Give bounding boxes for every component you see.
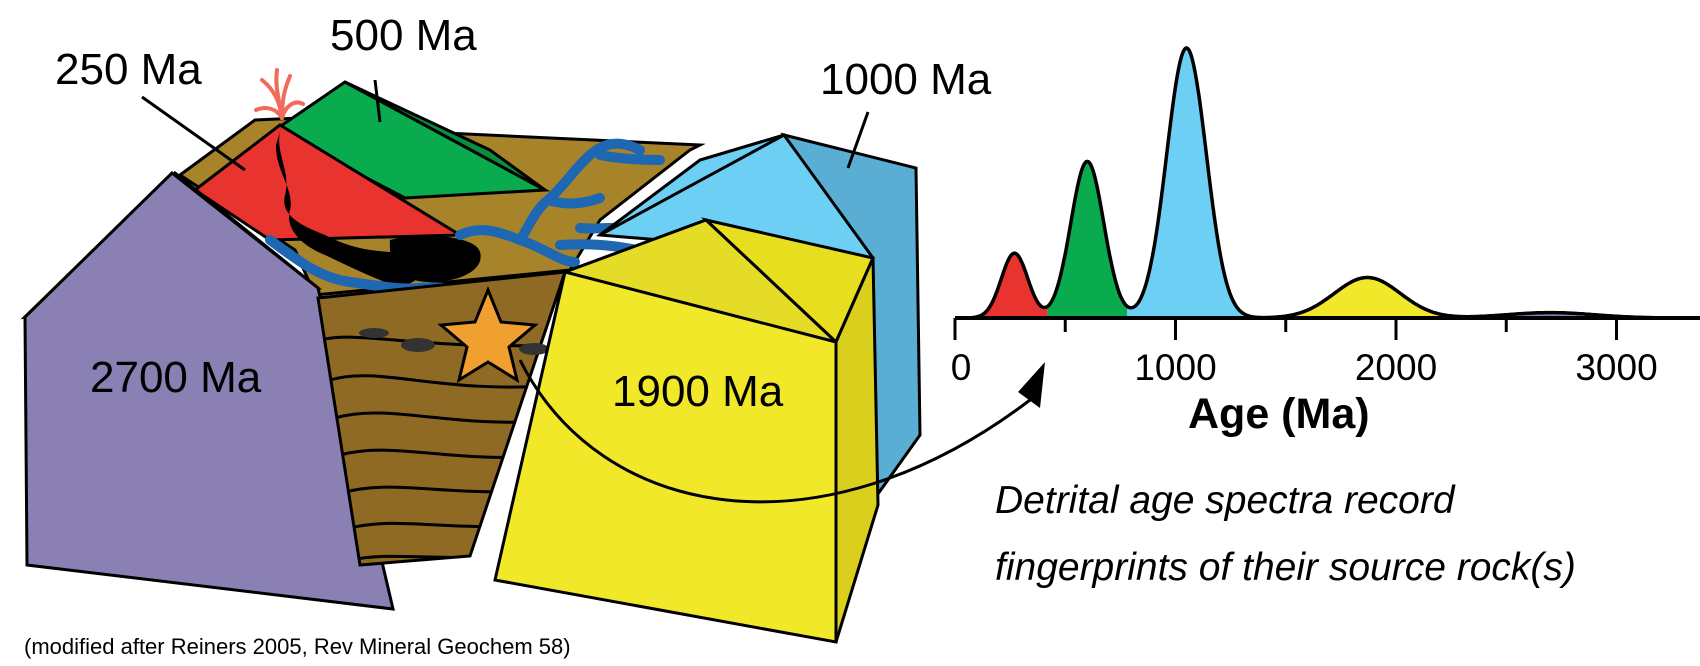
label-leader-lines — [141, 79, 870, 172]
spectrum-band-0 — [955, 253, 1048, 318]
label-2700-ma: 2700 Ma — [90, 353, 262, 402]
lava-flow — [275, 125, 421, 285]
caption-line-2: fingerprints of their source rock(s) — [995, 546, 1576, 589]
lava-pool — [389, 235, 481, 282]
eruption-icon — [254, 68, 305, 120]
label-500-ma: 500 Ma — [330, 11, 477, 60]
arrow-head-icon — [1018, 362, 1045, 408]
axis-title: Age (Ma) — [1188, 390, 1370, 438]
landscape-block — [20, 68, 1045, 644]
age-spectrum-chart: 0 1000 2000 3000 — [951, 46, 1700, 388]
label-250-ma: 250 Ma — [55, 45, 202, 94]
caption-line-1: Detrital age spectra record — [995, 479, 1456, 522]
x-tick-label: 2000 — [1355, 347, 1437, 388]
label-1000-ma: 1000 Ma — [820, 55, 992, 104]
block-2700-ma — [20, 171, 395, 611]
block-1900-ma — [493, 217, 880, 644]
sample-star-icon — [437, 286, 539, 384]
source-credit: (modified after Reiners 2005, Rev Minera… — [24, 634, 571, 659]
x-tick-label: 1000 — [1134, 347, 1216, 388]
x-tick-label: 3000 — [1575, 347, 1657, 388]
spectrum-band-1 — [1047, 161, 1127, 318]
x-tick-label: 0 — [951, 347, 972, 388]
sample-to-spectrum-arrow — [518, 359, 1031, 504]
spectrum-band-2 — [1126, 48, 1275, 318]
spectrum-band-3 — [1274, 277, 1463, 318]
label-1900-ma: 1900 Ma — [612, 367, 784, 416]
spectrum-curve — [955, 46, 1700, 320]
